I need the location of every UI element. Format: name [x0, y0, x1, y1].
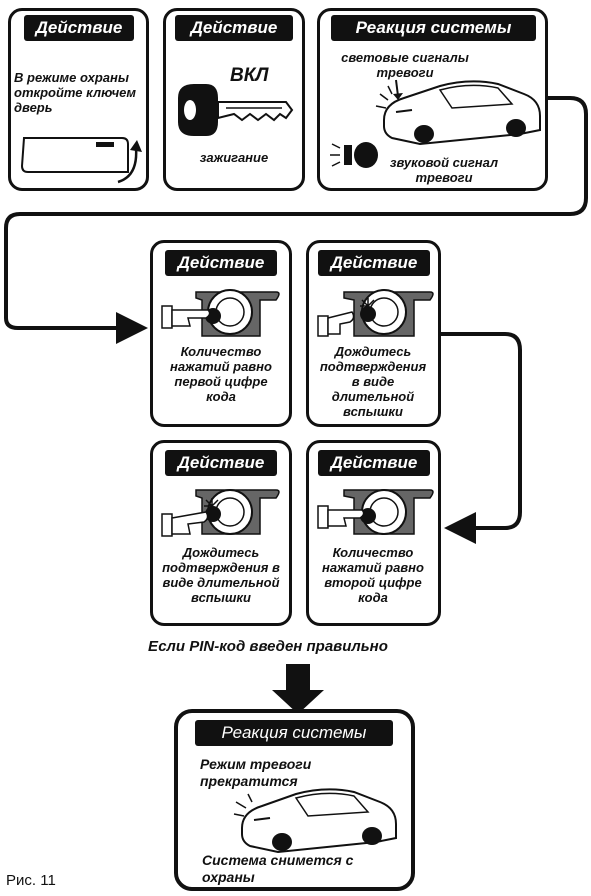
step6-title: Действие: [318, 450, 430, 476]
step5-text: Дождитесь подтверждения в виде длительно…: [162, 545, 280, 605]
connector-reaction-to-step3: [4, 96, 588, 344]
reaction1-light-text: световые сигналы тревоги: [341, 50, 469, 80]
step5-title: Действие: [165, 450, 277, 476]
step1-title: Действие: [24, 15, 134, 41]
reaction1-sound-text: звуковой сигнал тревоги: [389, 155, 499, 185]
figure-label: Рис. 11: [6, 872, 56, 889]
step4-text: Дождитесь подтверждения в виде длительно…: [319, 344, 427, 419]
step1-text: В режиме охраны откройте ключем дверь: [14, 70, 136, 115]
step3-text: Количество нажатий равно первой цифре ко…: [170, 344, 272, 404]
down-arrow: [272, 664, 324, 714]
step4-title: Действие: [318, 250, 430, 276]
reaction1-title: Реакция системы: [331, 15, 536, 41]
step2-text: зажигание: [199, 150, 269, 165]
final-text-1: Режим тревоги прекратится: [200, 756, 312, 789]
step3-title: Действие: [165, 250, 277, 276]
condition-text: Если PIN-код введен правильно: [148, 638, 388, 655]
step6-text: Количество нажатий равно второй цифре ко…: [322, 545, 424, 605]
connector-step4-to-step6: [440, 332, 522, 544]
final-title: Реакция системы: [195, 720, 393, 746]
step2-title: Действие: [175, 15, 293, 41]
final-text-2: Система снимется с охраны: [202, 852, 354, 885]
step2-on-label: ВКЛ: [230, 65, 269, 86]
